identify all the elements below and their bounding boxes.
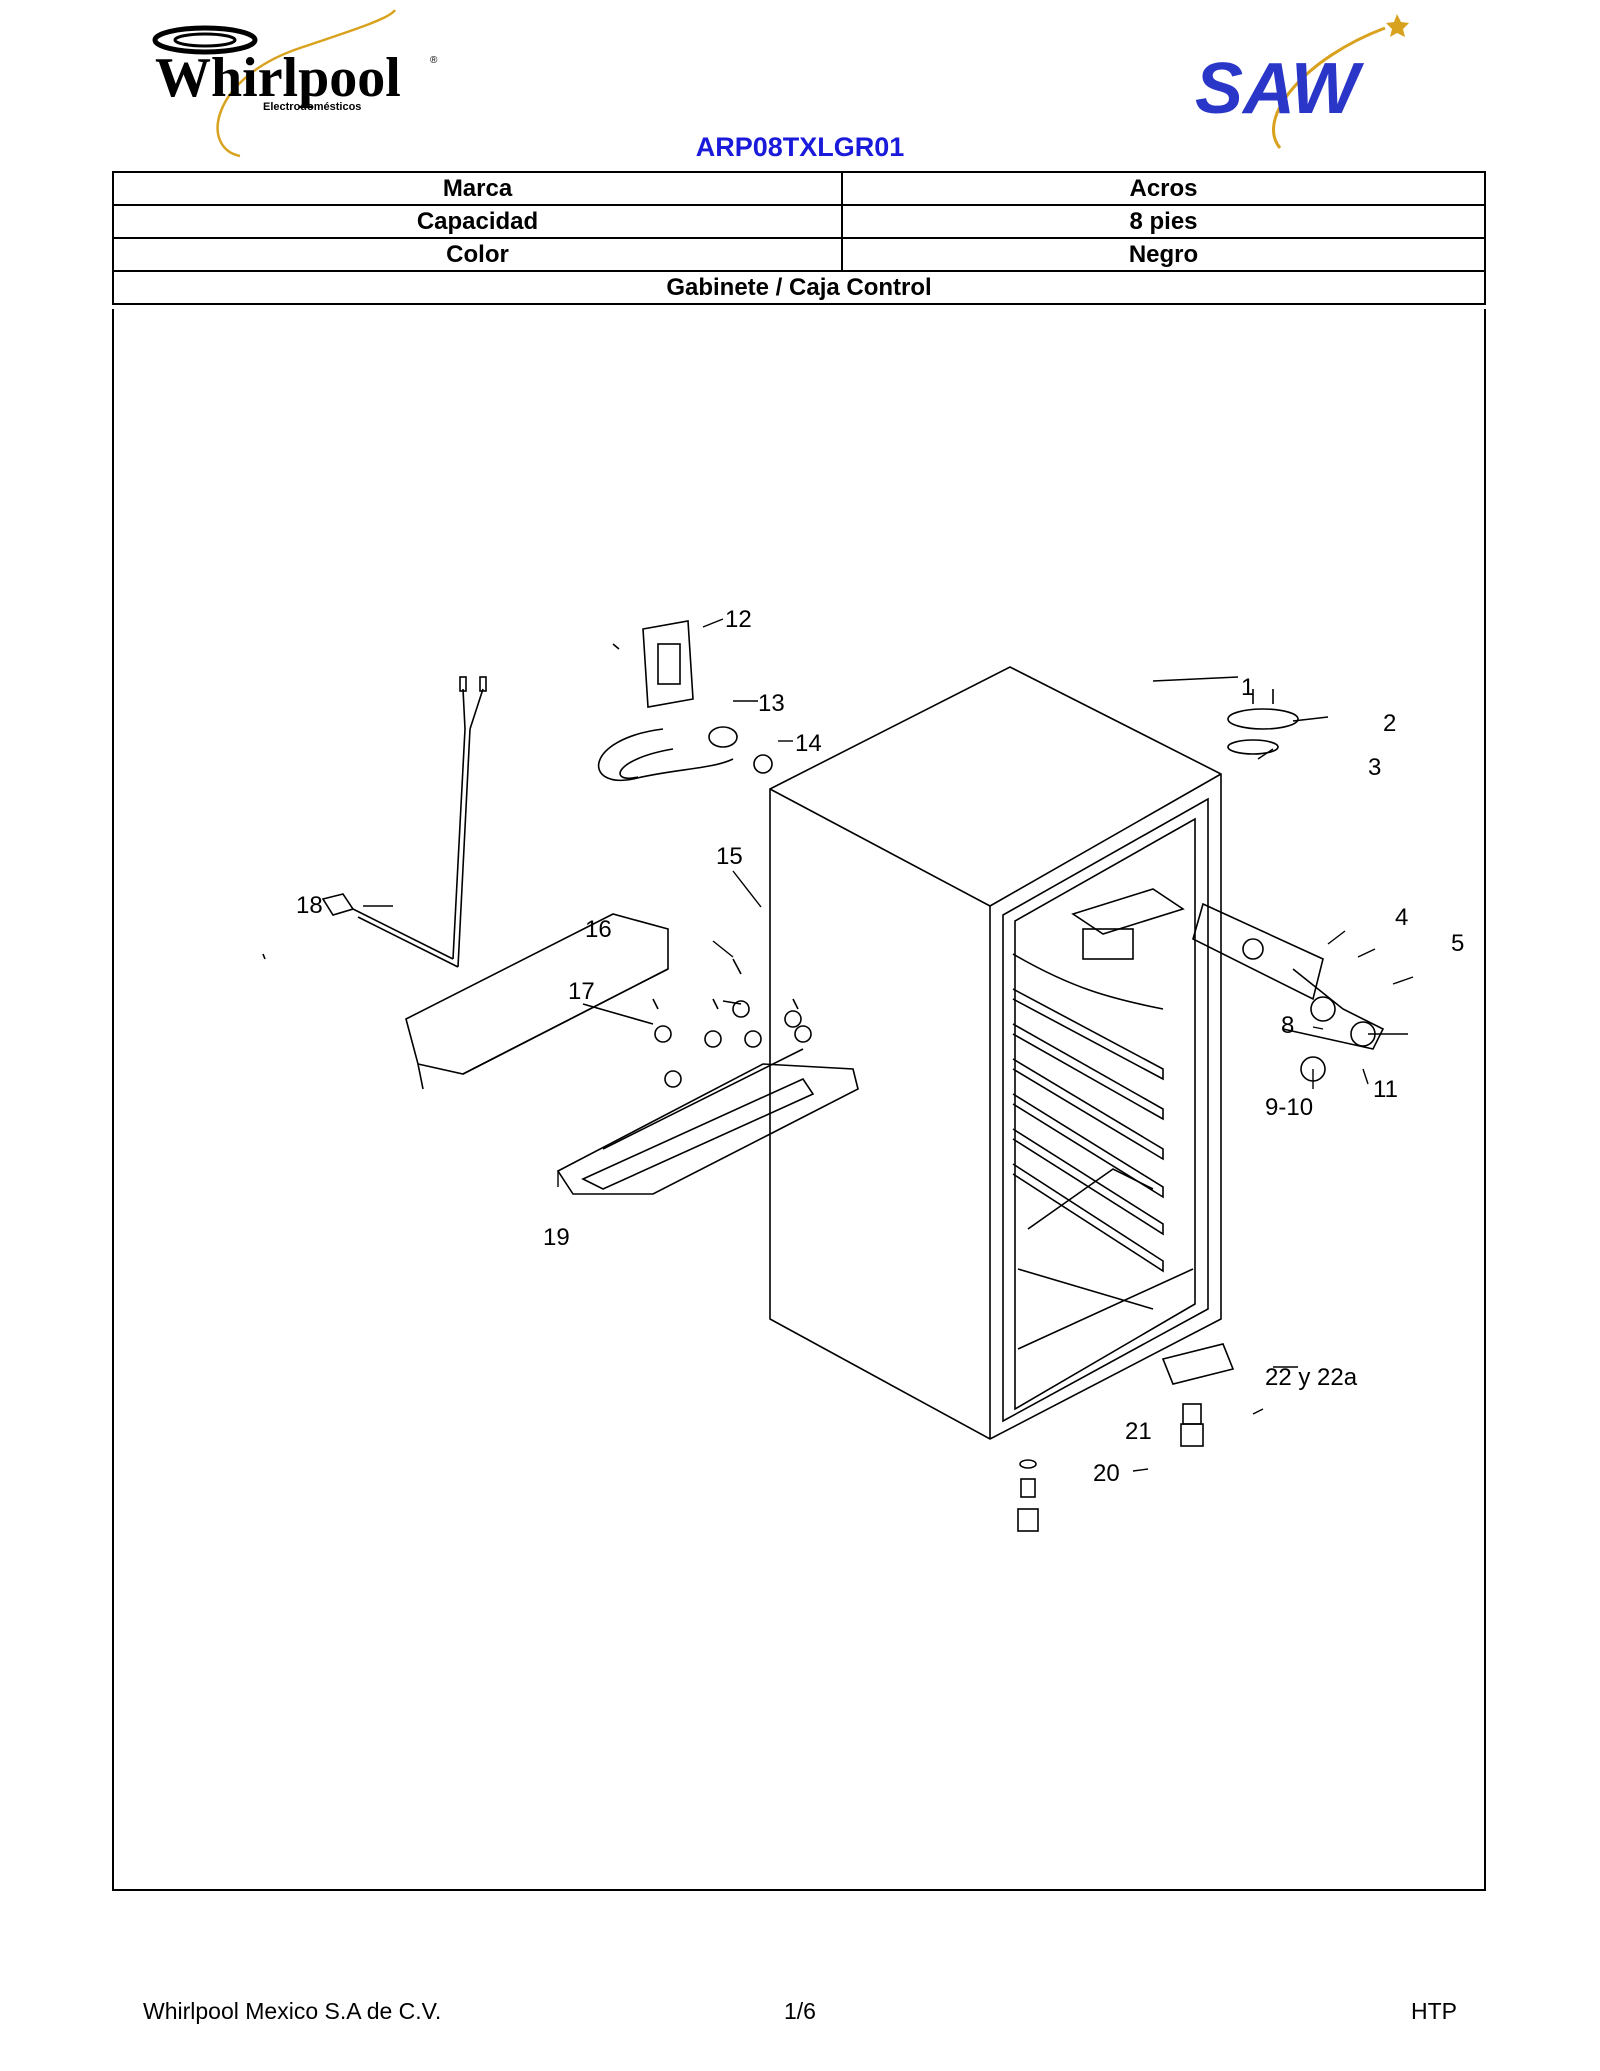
spec-label: Color [112,237,843,272]
callout-19: 19 [543,1224,570,1251]
callout-5: 5 [1451,930,1464,957]
leader-lines [363,618,1414,1472]
callout-13: 13 [758,690,785,717]
spec-value: Negro [841,237,1486,272]
callout-14: 14 [795,730,822,757]
svg-text:®: ® [430,55,438,66]
refrigerator-cabinet [769,666,1385,1532]
whirlpool-logo: Whirlpool Electrodomésticos ® [130,8,460,163]
spec-value: Acros [841,171,1486,206]
model-number: ARP08TXLGR01 [695,132,905,162]
section-title-row: Gabinete / Caja Control [112,270,1486,305]
spec-table: Marca Acros Capacidad 8 pies Color Negro… [112,171,1486,305]
callout-18: 18 [296,892,323,919]
callout-11: 11 [1373,1076,1398,1103]
spec-row-color: Color Negro [112,237,1486,272]
callout-9-10: 9-10 [1265,1094,1313,1121]
callout-4: 4 [1395,904,1408,931]
callout-2: 2 [1383,710,1396,737]
callout-21: 21 [1125,1418,1152,1445]
whirlpool-brand-text: Whirlpool [155,47,401,109]
spec-label: Marca [112,171,843,206]
callout-8: 8 [1281,1012,1294,1039]
spec-value: 8 pies [841,204,1486,239]
callout-22: 22 y 22a [1265,1364,1358,1391]
callout-16: 16 [585,916,612,943]
callout-15: 15 [716,843,743,870]
spec-row-marca: Marca Acros [112,171,1486,206]
section-title: Gabinete / Caja Control [112,270,1486,305]
exploded-parts-diagram: 1 2 3 4 5 6 7 8 9-10 11 12 13 14 15 16 1… [262,606,1464,1532]
callout-labels: 1 2 3 4 5 6 7 8 9-10 11 12 13 14 15 16 1… [296,606,1464,1487]
loose-parts [262,620,859,1195]
callout-12: 12 [725,606,752,633]
footer-company: Whirlpool Mexico S.A de C.V. [143,1998,442,2024]
footer-page-number: 1/6 [784,1998,816,2024]
spec-label: Capacidad [112,204,843,239]
saw-logo-icon: SAW [1195,14,1409,149]
whirlpool-subtitle-text: Electrodomésticos [263,101,361,113]
spec-row-capacidad: Capacidad 8 pies [112,204,1486,239]
callout-3: 3 [1368,754,1381,781]
callout-20: 20 [1093,1460,1120,1487]
saw-brand-text: SAW [1195,49,1365,129]
footer-code: HTP [1411,1998,1457,2024]
saw-logo: SAW [1185,8,1425,153]
callout-1: 1 [1241,674,1254,701]
callout-17: 17 [568,978,595,1005]
whirlpool-logo-icon: Whirlpool Electrodomésticos ® [152,9,438,158]
diagram-frame [112,309,1486,1891]
